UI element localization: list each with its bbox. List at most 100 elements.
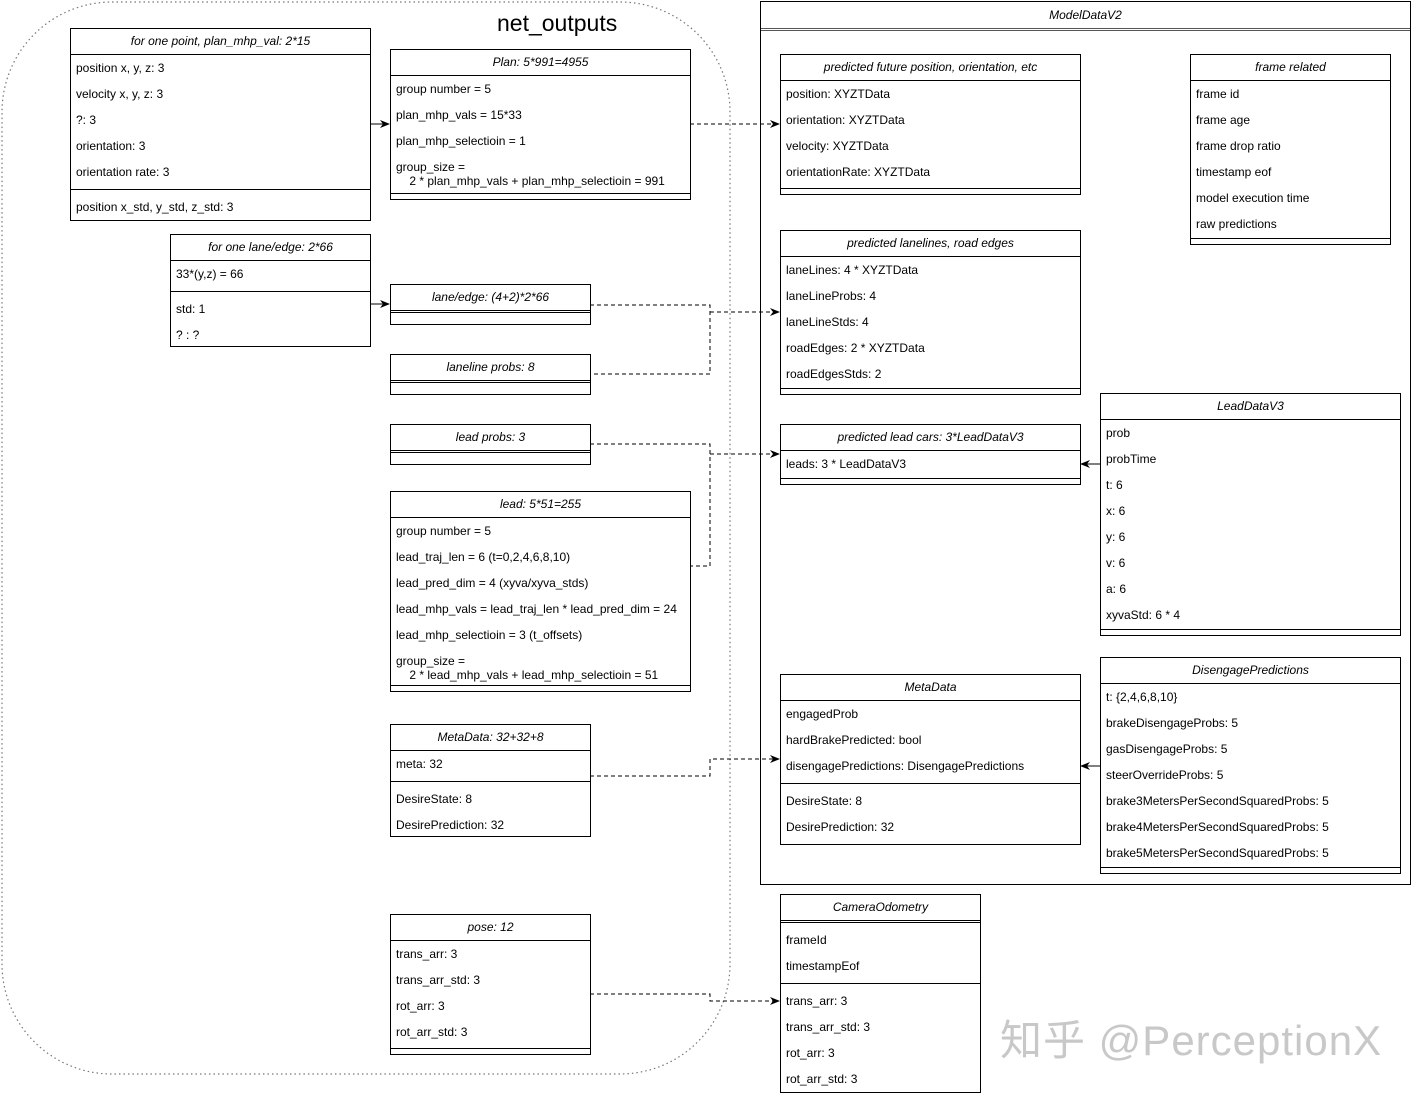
field: ? : ? xyxy=(176,328,200,342)
lane-edge-box: lane/edge: (4+2)*2*66 xyxy=(390,284,591,325)
field: position x, y, z: 3 xyxy=(76,61,165,75)
field: rot_arr: 3 xyxy=(396,999,445,1013)
field: roadEdges: 2 * XYZTData xyxy=(786,341,925,355)
field: position x_std, y_std, z_std: 3 xyxy=(76,200,234,214)
field: x: 6 xyxy=(1106,504,1126,518)
box-title: MetaData: 32+32+8 xyxy=(391,725,590,751)
divider xyxy=(781,983,980,984)
box-title: MetaData xyxy=(781,675,1080,701)
divider xyxy=(1191,238,1390,244)
field: lead_mhp_selectioin = 3 (t_offsets) xyxy=(396,628,583,642)
field: frameId xyxy=(786,933,827,947)
field: brake5MetersPerSecondSquaredProbs: 5 xyxy=(1106,846,1329,860)
field: ?: 3 xyxy=(76,113,97,127)
field: prob xyxy=(1106,426,1131,440)
field: trans_arr: 3 xyxy=(396,947,458,961)
predicted-future-box: predicted future position, orientation, … xyxy=(780,54,1081,195)
box-title: frame related xyxy=(1191,55,1390,81)
box-title: predicted future position, orientation, … xyxy=(781,55,1080,81)
field: plan_mhp_vals = 15*33 xyxy=(396,108,522,122)
box-title: for one lane/edge: 2*66 xyxy=(171,235,370,261)
field: group_size = 2 * plan_mhp_vals + plan_mh… xyxy=(396,160,665,188)
lead-probs-box: lead probs: 3 xyxy=(390,424,591,465)
box-title: DisengagePredictions xyxy=(1101,658,1400,684)
lead-data-v3-box: LeadDataV3 prob probTime t: 6 x: 6 y: 6 … xyxy=(1100,393,1401,636)
frame-related-box: frame related frame id frame age frame d… xyxy=(1190,54,1391,245)
field: orientation rate: 3 xyxy=(76,165,170,179)
field: engagedProb xyxy=(786,707,859,721)
field: group number = 5 xyxy=(396,82,492,96)
field: frame age xyxy=(1196,113,1251,127)
field: frame drop ratio xyxy=(1196,139,1281,153)
field: v: 6 xyxy=(1106,556,1126,570)
box-title: lane/edge: (4+2)*2*66 xyxy=(391,285,590,313)
field: rot_arr_std: 3 xyxy=(786,1072,858,1086)
field: gasDisengageProbs: 5 xyxy=(1106,742,1228,756)
lead-box: lead: 5*51=255 group number = 5 lead_tra… xyxy=(390,491,691,692)
box-title: lead probs: 3 xyxy=(391,425,590,453)
field: velocity: XYZTData xyxy=(786,139,889,153)
box-title: pose: 12 xyxy=(391,915,590,941)
field: frame id xyxy=(1196,87,1240,101)
box-title: predicted lanelines, road edges xyxy=(781,231,1080,257)
field: rot_arr_std: 3 xyxy=(396,1025,468,1039)
predicted-lead-cars-box: predicted lead cars: 3*LeadDataV3 leads:… xyxy=(780,424,1081,485)
field: brakeDisengageProbs: 5 xyxy=(1106,716,1239,730)
field: trans_arr_std: 3 xyxy=(786,1020,871,1034)
divider xyxy=(171,291,370,292)
field: group number = 5 xyxy=(396,524,492,538)
divider xyxy=(71,189,370,190)
divider xyxy=(391,685,690,691)
field: velocity x, y, z: 3 xyxy=(76,87,164,101)
field: group_size = 2 * lead_mhp_vals + lead_mh… xyxy=(396,654,659,682)
field: lead_pred_dim = 4 (xyva/xyva_stds) xyxy=(396,576,589,590)
divider xyxy=(391,193,690,199)
field: lead_traj_len = 6 (t=0,2,4,6,8,10) xyxy=(396,550,571,564)
field: orientation: 3 xyxy=(76,139,146,153)
field: probTime xyxy=(1106,452,1157,466)
field: model execution time xyxy=(1196,191,1310,205)
field: DesireState: 8 xyxy=(396,792,473,806)
field: trans_arr_std: 3 xyxy=(396,973,481,987)
field: t: 6 xyxy=(1106,478,1123,492)
disengage-predictions-box: DisengagePredictions t: {2,4,6,8,10} bra… xyxy=(1100,657,1401,874)
plan-box: Plan: 5*991=4955 group number = 5 plan_m… xyxy=(390,49,691,200)
box-title: CameraOdometry xyxy=(781,895,980,923)
field: steerOverrideProbs: 5 xyxy=(1106,768,1224,782)
metadata-output-box: MetaData: 32+32+8 meta: 32 DesireState: … xyxy=(390,724,591,837)
field: a: 6 xyxy=(1106,582,1127,596)
pose-box: pose: 12 trans_arr: 3 trans_arr_std: 3 r… xyxy=(390,914,591,1055)
field: std: 1 xyxy=(176,302,206,316)
field: brake4MetersPerSecondSquaredProbs: 5 xyxy=(1106,820,1329,834)
box-title: lead: 5*51=255 xyxy=(391,492,690,518)
predicted-lanelines-box: predicted lanelines, road edges laneLine… xyxy=(780,230,1081,395)
field: raw predictions xyxy=(1196,217,1277,231)
field: DesirePrediction: 32 xyxy=(396,818,505,832)
field: leads: 3 * LeadDataV3 xyxy=(786,457,907,471)
divider xyxy=(391,781,590,782)
box-title: Plan: 5*991=4955 xyxy=(391,50,690,76)
field: timestamp eof xyxy=(1196,165,1272,179)
box-title: laneline probs: 8 xyxy=(391,355,590,383)
field: t: {2,4,6,8,10} xyxy=(1106,690,1178,704)
field: orientation: XYZTData xyxy=(786,113,905,127)
container-title: ModelDataV2 xyxy=(761,2,1410,31)
field: hardBrakePredicted: bool xyxy=(786,733,922,747)
group-title: net_outputs xyxy=(497,10,618,36)
divider xyxy=(781,188,1080,194)
field: roadEdgesStds: 2 xyxy=(786,367,882,381)
lane-edge-one-box: for one lane/edge: 2*66 33*(y,z) = 66 st… xyxy=(170,234,371,347)
field: plan_mhp_selectioin = 1 xyxy=(396,134,526,148)
field: DesireState: 8 xyxy=(786,794,863,808)
field: DesirePrediction: 32 xyxy=(786,820,895,834)
field: timestampEof xyxy=(786,959,860,973)
field: rot_arr: 3 xyxy=(786,1046,835,1060)
field: position: XYZTData xyxy=(786,87,891,101)
field: y: 6 xyxy=(1106,530,1126,544)
box-title: for one point, plan_mhp_val: 2*15 xyxy=(71,29,370,55)
field: brake3MetersPerSecondSquaredProbs: 5 xyxy=(1106,794,1329,808)
box-title: predicted lead cars: 3*LeadDataV3 xyxy=(781,425,1080,451)
field: orientationRate: XYZTData xyxy=(786,165,931,179)
divider xyxy=(781,783,1080,784)
